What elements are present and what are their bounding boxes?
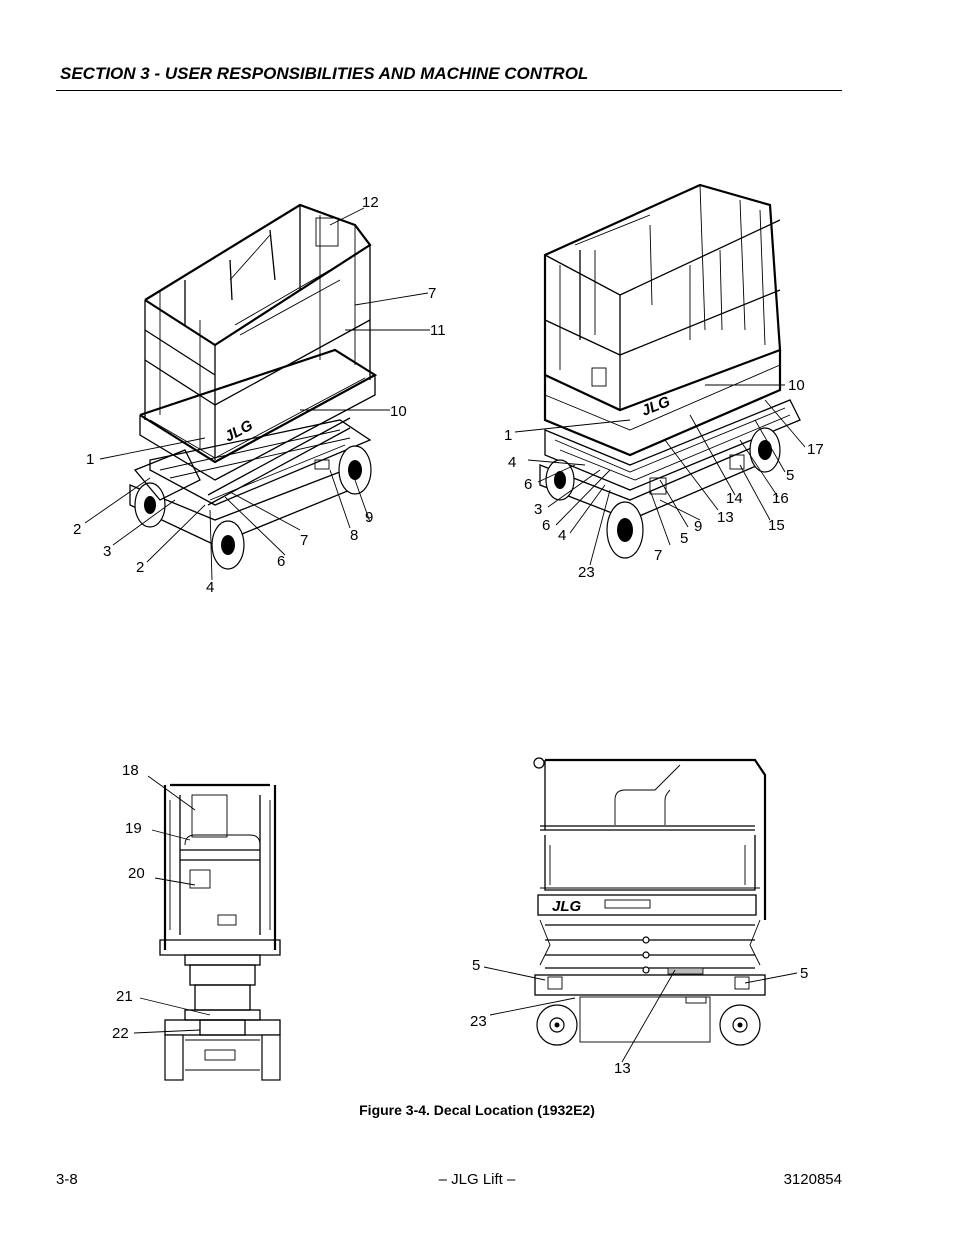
page-number: 3-8 [56,1171,78,1188]
side-callout-13: 13 [614,1060,631,1077]
jlg-logo-rear: JLG [639,393,673,420]
section-header: SECTION 3 - USER RESPONSIBILITIES AND MA… [60,64,589,83]
side-decal-5-left [547,976,563,990]
decal-8-plate [314,459,330,470]
front-left-callout-3: 3 [103,543,111,560]
rear-end-view: 18 19 20 21 22 [112,762,281,1081]
side-decal-5-right [734,976,750,990]
wheel-rear-end-right [261,1034,281,1081]
front-left-callout-11: 11 [430,322,446,339]
front-left-callout-10: 10 [390,403,407,420]
wheel-rear-end-left [164,1034,184,1081]
rear-right-callout-23: 23 [578,564,595,581]
rear-right-callout-1: 1 [504,427,512,444]
front-left-callout-4: 4 [206,579,214,596]
rear-right-callout-4b: 4 [558,527,566,544]
rear-right-callout-17: 17 [807,441,824,458]
rear-right-callout-15: 15 [768,517,785,534]
document-number: 3120854 [783,1171,842,1188]
rear-right-callout-3: 3 [534,501,542,518]
front-left-callout-7b: 7 [300,532,308,549]
side-view: JLG 5 5 23 13 [470,757,808,1077]
decal-9-plate [649,477,667,495]
rear-end-callout-18: 18 [122,762,139,779]
front-left-view: JLG 12 7 11 10 1 9 8 7 6 2 3 2 4 [73,194,446,596]
decal-18-plate [191,794,228,838]
front-left-callout-12: 12 [362,194,379,211]
rear-right-callout-5b: 5 [680,530,688,547]
side-callout-5b: 5 [800,965,808,982]
front-left-callout-1: 1 [86,451,94,468]
front-left-callout-9: 9 [365,509,373,526]
rear-right-callout-6b: 6 [542,517,550,534]
rear-right-callout-14: 14 [726,490,743,507]
front-left-callout-6: 6 [277,553,285,570]
front-left-callout-7a: 7 [428,285,436,302]
figure-caption: Figure 3-4. Decal Location (1932E2) [359,1102,595,1118]
front-left-callout-2b: 2 [136,559,144,576]
rear-right-callout-13: 13 [717,509,734,526]
rear-end-callout-22: 22 [112,1025,129,1042]
rear-right-callout-10: 10 [788,377,805,394]
rear-end-callout-20: 20 [128,865,145,882]
decal-20-plate [189,869,211,889]
rear-right-callout-4a: 4 [508,454,516,471]
rear-end-callout-21: 21 [116,988,133,1005]
rear-right-callout-7: 7 [654,547,662,564]
front-left-callout-8: 8 [350,527,358,544]
side-callout-5a: 5 [472,957,480,974]
rear-right-view: JLG 10 1 17 4 5 16 6 3 14 13 15 6 4 9 5 … [504,183,824,581]
header-rule [56,90,842,91]
rear-right-callout-5a: 5 [786,467,794,484]
decal-12-plate [315,217,339,247]
rear-right-callout-6a: 6 [524,476,532,493]
side-callout-23: 23 [470,1013,487,1030]
rear-end-callout-19: 19 [125,820,142,837]
rear-right-callout-9: 9 [694,518,702,535]
front-left-callout-2a: 2 [73,521,81,538]
footer-center-title: – JLG Lift – [438,1171,516,1188]
jlg-logo-side: JLG [552,898,582,915]
rear-right-callout-16: 16 [772,490,789,507]
